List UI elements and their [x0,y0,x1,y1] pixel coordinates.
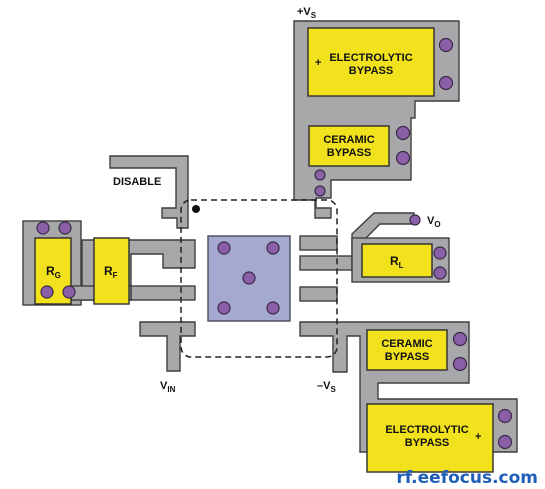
bottom-electrolytic-label-line1: ELECTROLYTIC [385,424,468,436]
output-pin-2-trace [299,255,355,271]
nc-pin-trace [299,286,338,302]
disable-trace [109,155,189,229]
rg-label: RG [46,264,61,280]
positive-supply-label: +VS [297,6,317,20]
via [58,221,72,235]
via [438,37,454,53]
negative-supply-label: –VS [317,380,336,394]
top-ceramic-label-line2: BYPASS [327,147,371,159]
rl-resistor [361,243,433,278]
top-electrolytic-label-line1: ELECTROLYTIC [329,52,412,64]
vin-trace [139,321,196,372]
watermark: rf.eefocus.com [396,468,538,488]
top-ceramic-label-line1: CERAMIC [323,134,374,146]
vias [36,37,513,450]
via [217,241,231,255]
vo-label: VO [427,215,441,229]
via [217,301,231,315]
bottom-ceramic-label-line1: CERAMIC [381,338,432,350]
rf-resistor [93,237,130,305]
via [438,75,454,91]
via [409,214,421,226]
top-ceramic-capacitor [308,125,390,167]
bottom-ceramic-capacitor [366,329,448,371]
via [452,331,468,347]
via [266,301,280,315]
via [433,246,447,260]
via [40,285,54,299]
via [266,241,280,255]
top-electrolytic-label-line2: BYPASS [349,65,393,77]
bottom-electrolytic-polarity: + [475,431,481,443]
via [395,125,411,141]
bottom-electrolytic-capacitor [366,403,494,473]
bottom-ceramic-label-line2: BYPASS [385,351,429,363]
bottom-electrolytic-label-line2: BYPASS [405,437,449,449]
top-electrolytic-polarity: + [315,57,321,69]
top-electrolytic-capacitor [307,27,435,97]
via [314,169,326,181]
disable-label: DISABLE [113,176,161,188]
via [62,285,76,299]
via [497,408,513,424]
rl-label: RL [390,254,404,270]
via [314,185,326,197]
via [452,356,468,372]
vin-label: VIN [160,380,176,394]
via [497,434,513,450]
rf-label: RF [104,264,118,280]
output-pin-trace [299,235,338,251]
feedback-trace [130,285,196,301]
via [395,150,411,166]
via [242,271,256,285]
via [433,266,447,280]
ic-package-outline [180,199,338,358]
pin-1-marker [192,205,200,213]
via [36,221,50,235]
